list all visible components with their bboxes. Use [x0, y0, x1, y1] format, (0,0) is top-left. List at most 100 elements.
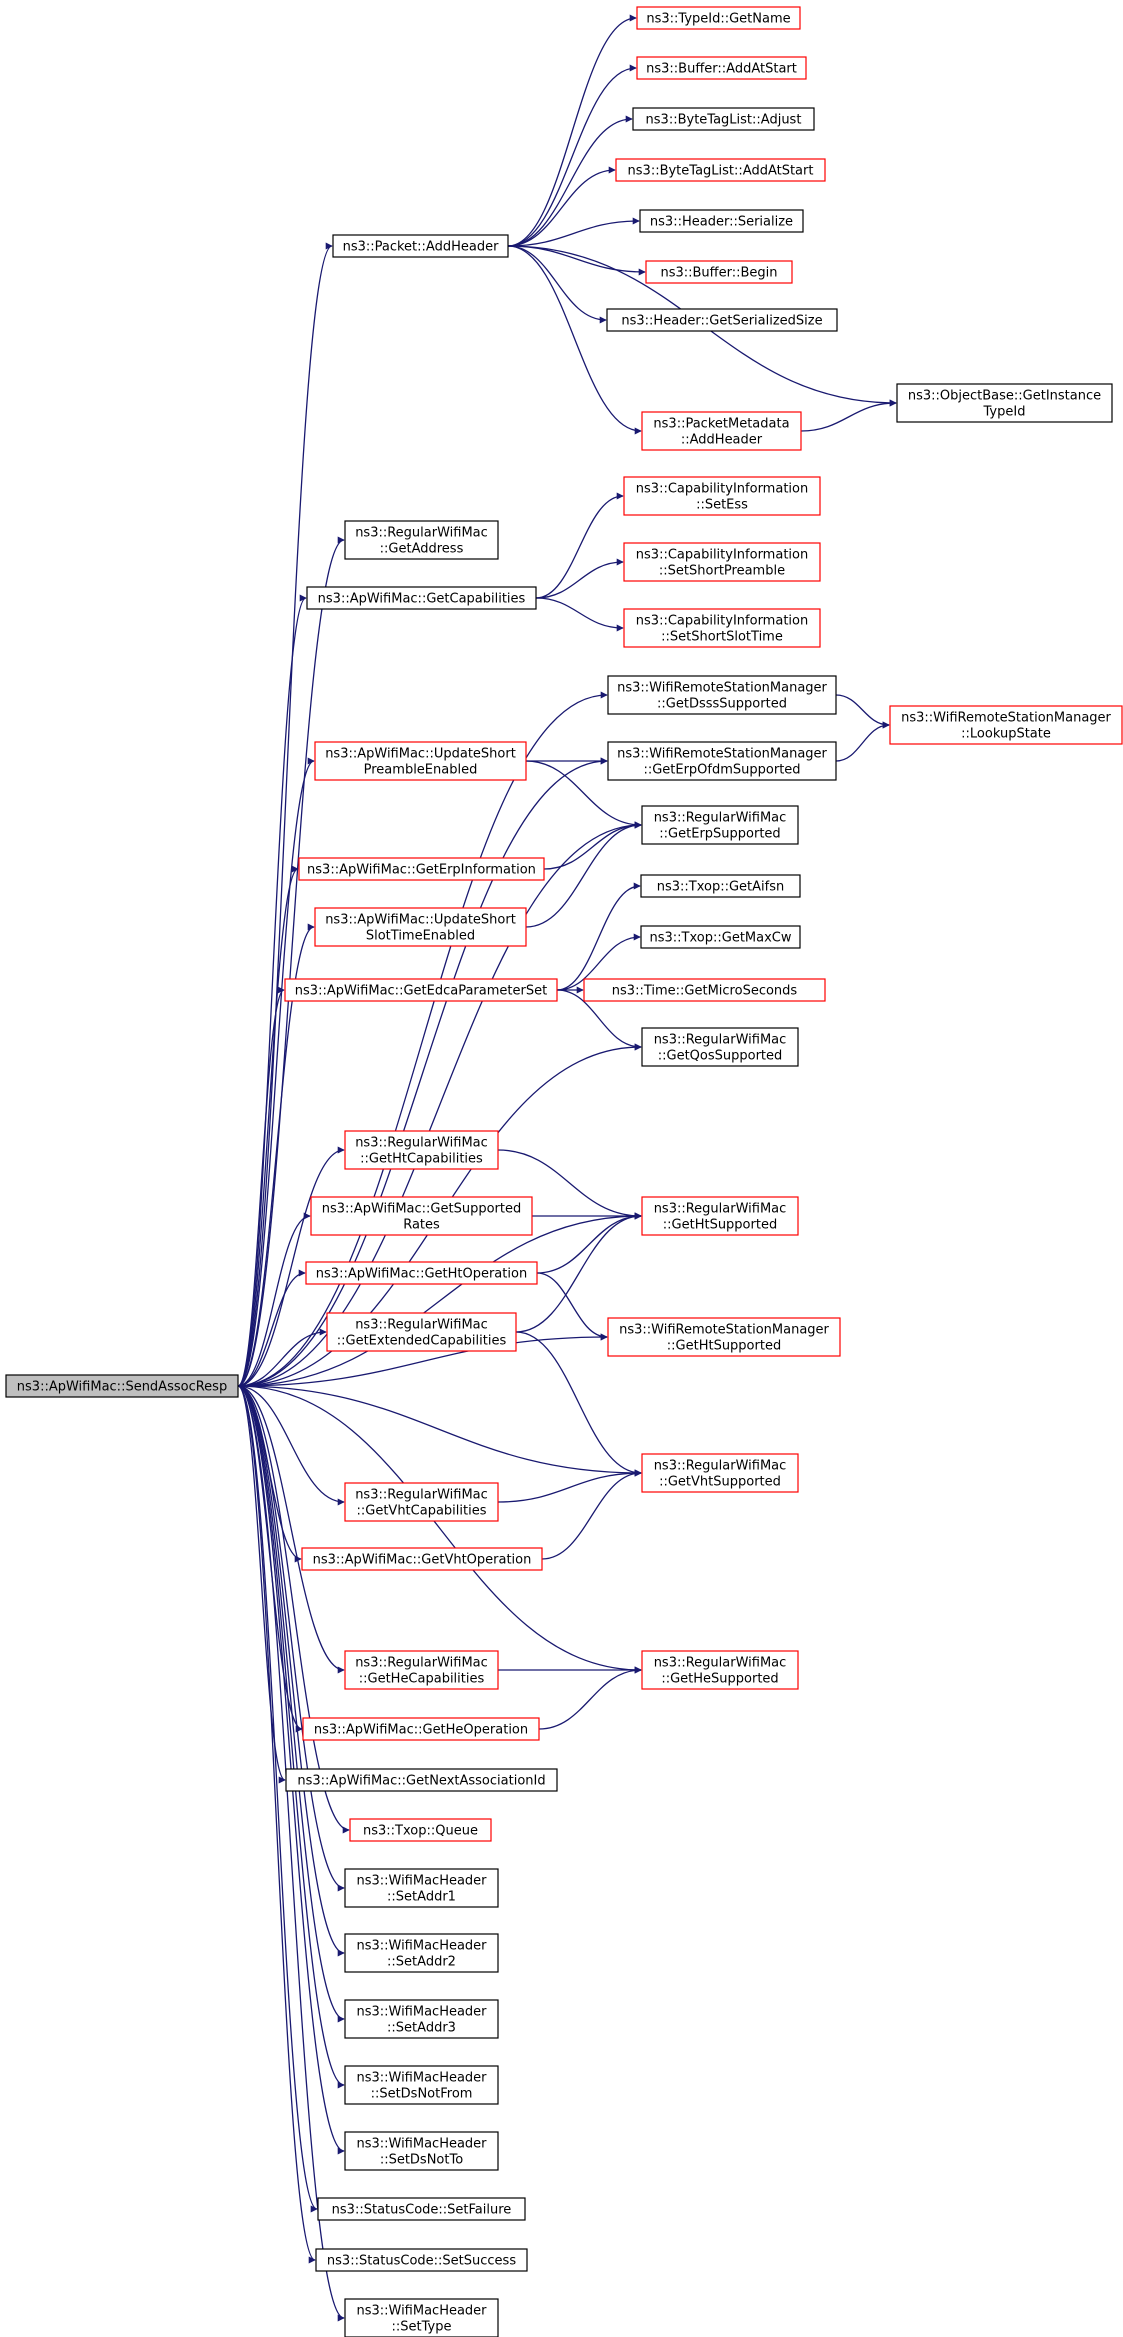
node-box — [298, 857, 545, 881]
node-label: ns3::RegularWifiMac — [654, 1033, 787, 1048]
node-box — [641, 805, 799, 845]
node-box — [889, 705, 1123, 745]
node-box — [5, 1374, 239, 1398]
node-getaifsn[interactable]: ns3::Txop::GetAifsn — [640, 874, 801, 898]
node-label: ns3::ApWifiMac::GetErpInformation — [307, 863, 536, 878]
node-getmicro[interactable]: ns3::Time::GetMicroSeconds — [583, 978, 826, 1002]
edge-addheader-to-getname — [507, 14, 637, 247]
edge-line — [507, 245, 646, 276]
node-box — [349, 1818, 492, 1842]
node-gethtcaps[interactable]: ns3::RegularWifiMac::GetHtCapabilities — [344, 1130, 499, 1170]
node-label: ns3::TypeId::GetName — [646, 12, 790, 27]
node-setaddr2[interactable]: ns3::WifiMacHeader::SetAddr2 — [344, 1933, 499, 1973]
node-label: ::GetHtCapabilities — [360, 1152, 483, 1167]
edge-line — [237, 242, 333, 1387]
edge-gethtop-to-gethtsupported — [536, 1212, 642, 1274]
node-label: ns3::RegularWifiMac — [355, 1136, 488, 1151]
node-box — [344, 1130, 499, 1170]
edge-line — [237, 1385, 642, 1477]
node-getheop[interactable]: ns3::ApWifiMac::GetHeOperation — [302, 1717, 540, 1741]
node-bufbegin[interactable]: ns3::Buffer::Begin — [645, 260, 793, 284]
node-getmaxcw[interactable]: ns3::Txop::GetMaxCw — [640, 925, 801, 949]
node-getname[interactable]: ns3::TypeId::GetName — [636, 6, 801, 30]
edge-line — [237, 986, 285, 1387]
node-label: ns3::Txop::GetAifsn — [657, 880, 785, 895]
node-setdsnotto[interactable]: ns3::WifiMacHeader::SetDsNotTo — [344, 2131, 499, 2171]
node-label: ns3::CapabilityInformation — [636, 482, 808, 497]
node-updpreamble[interactable]: ns3::ApWifiMac::UpdateShortPreambleEnabl… — [314, 741, 527, 781]
node-label: ns3::RegularWifiMac — [654, 1459, 787, 1474]
node-label: ::SetShortSlotTime — [661, 630, 783, 645]
node-box — [641, 1027, 799, 1067]
node-label: ns3::ApWifiMac::GetHeOperation — [314, 1723, 528, 1738]
node-box — [285, 1768, 558, 1792]
node-setaddr3[interactable]: ns3::WifiMacHeader::SetAddr3 — [344, 1999, 499, 2039]
node-geterpinfo[interactable]: ns3::ApWifiMac::GetErpInformation — [298, 857, 545, 881]
edge-line — [237, 923, 315, 1387]
node-box — [641, 411, 802, 451]
node-getvhtsupported[interactable]: ns3::RegularWifiMac::GetVhtSupported — [641, 1453, 799, 1493]
node-bufaddatstart[interactable]: ns3::Buffer::AddAtStart — [636, 56, 807, 80]
node-txopqueue[interactable]: ns3::Txop::Queue — [349, 1818, 492, 1842]
node-btladjust[interactable]: ns3::ByteTagList::Adjust — [632, 107, 815, 131]
node-btladdatstart[interactable]: ns3::ByteTagList::AddAtStart — [615, 158, 826, 182]
node-getnextaid[interactable]: ns3::ApWifiMac::GetNextAssociationId — [285, 1768, 558, 1792]
node-gethtsupported[interactable]: ns3::RegularWifiMac::GetHtSupported — [641, 1196, 799, 1236]
node-geterpofdm[interactable]: ns3::WifiRemoteStationManager::GetErpOfd… — [607, 741, 837, 781]
node-hdrserialize[interactable]: ns3::Header::Serialize — [639, 209, 804, 233]
node-setess[interactable]: ns3::CapabilityInformation::SetEss — [623, 476, 821, 516]
node-geterpsupported[interactable]: ns3::RegularWifiMac::GetErpSupported — [641, 805, 799, 845]
edge-addheader-to-pmaddheader — [507, 245, 642, 435]
node-label: TypeId — [983, 405, 1026, 420]
edge-line — [507, 245, 607, 324]
node-label: ns3::StatusCode::SetFailure — [332, 2203, 512, 2218]
node-getaddress[interactable]: ns3::RegularWifiMac::GetAddress — [344, 520, 499, 560]
node-addheader[interactable]: ns3::Packet::AddHeader — [332, 234, 509, 258]
node-setdsnotfrom[interactable]: ns3::WifiMacHeader::SetDsNotFrom — [344, 2065, 499, 2105]
node-setshortpreamble[interactable]: ns3::CapabilityInformation::SetShortPrea… — [623, 542, 821, 582]
edge-getextcaps-to-gethtsupported — [515, 1212, 642, 1333]
node-lookupstate[interactable]: ns3::WifiRemoteStationManager::LookupSta… — [889, 705, 1123, 745]
node-box — [623, 476, 821, 516]
node-setaddr1[interactable]: ns3::WifiMacHeader::SetAddr1 — [344, 1868, 499, 1908]
node-box — [606, 308, 838, 332]
node-gethesupported[interactable]: ns3::RegularWifiMac::GetHeSupported — [641, 1650, 799, 1690]
edge-root-to-getsuprates — [237, 1212, 311, 1387]
node-setsuccess[interactable]: ns3::StatusCode::SetSuccess — [315, 2248, 528, 2272]
node-label: ns3::WifiRemoteStationManager — [617, 681, 827, 696]
node-setshortslot[interactable]: ns3::CapabilityInformation::SetShortSlot… — [623, 608, 821, 648]
node-getqos[interactable]: ns3::RegularWifiMac::GetQosSupported — [641, 1027, 799, 1067]
edge-line — [497, 1469, 642, 1503]
edge-addheader-to-hdrgetsize — [507, 245, 607, 324]
node-setfailure[interactable]: ns3::StatusCode::SetFailure — [317, 2197, 526, 2221]
node-getdsss[interactable]: ns3::WifiRemoteStationManager::GetDsssSu… — [607, 675, 837, 715]
node-label: ns3::ApWifiMac::SendAssocResp — [17, 1380, 227, 1395]
edge-line — [237, 757, 608, 1387]
node-updslot[interactable]: ns3::ApWifiMac::UpdateShortSlotTimeEnabl… — [314, 907, 527, 947]
edge-line — [556, 882, 641, 991]
node-getcaps[interactable]: ns3::ApWifiMac::GetCapabilities — [306, 586, 537, 610]
node-settype[interactable]: ns3::WifiMacHeader::SetType — [344, 2298, 499, 2337]
node-hdrgetsize[interactable]: ns3::Header::GetSerializedSize — [606, 308, 838, 332]
edge-addheader-to-btladjust — [507, 115, 633, 247]
node-getedca[interactable]: ns3::ApWifiMac::GetEdcaParameterSet — [284, 978, 558, 1002]
edge-line — [800, 399, 897, 432]
node-getvhtop[interactable]: ns3::ApWifiMac::GetVhtOperation — [301, 1547, 543, 1571]
node-getvhtcaps[interactable]: ns3::RegularWifiMac::GetVhtCapabilities — [344, 1482, 499, 1522]
edge-line — [507, 115, 633, 247]
node-gethtop[interactable]: ns3::ApWifiMac::GetHtOperation — [305, 1261, 538, 1285]
node-box — [344, 2131, 499, 2171]
edge-addheader-to-bufbegin — [507, 245, 646, 276]
node-label: ::GetVhtSupported — [659, 1475, 781, 1490]
node-box — [623, 542, 821, 582]
node-label: ns3::WifiMacHeader — [356, 2071, 487, 2086]
node-pmaddheader[interactable]: ns3::PacketMetadata::AddHeader — [641, 411, 802, 451]
node-box — [344, 1482, 499, 1522]
node-gethecaps[interactable]: ns3::RegularWifiMac::GetHeCapabilities — [344, 1650, 499, 1690]
node-wrsmgetht[interactable]: ns3::WifiRemoteStationManager::GetHtSupp… — [607, 1317, 841, 1357]
node-getextcaps[interactable]: ns3::RegularWifiMac::GetExtendedCapabili… — [326, 1312, 517, 1352]
edge-line — [237, 1385, 316, 2264]
